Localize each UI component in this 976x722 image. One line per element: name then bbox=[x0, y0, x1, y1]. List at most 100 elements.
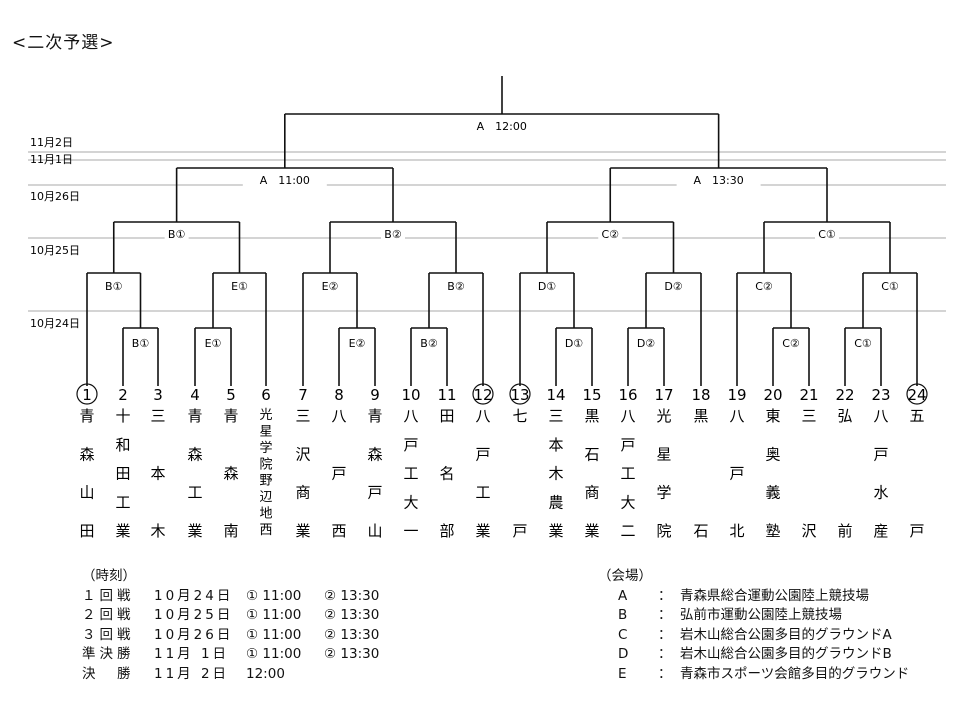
team-number: 23 bbox=[871, 386, 890, 404]
label-bg bbox=[780, 336, 802, 350]
round2-match-label: B① bbox=[105, 280, 123, 293]
team-name-char: 戸 bbox=[620, 436, 635, 454]
team-name-char: 青 bbox=[187, 407, 202, 425]
schedule-date: 10月25日 bbox=[154, 607, 234, 623]
venue-row: D：岩木山総合公園多目的グラウンドB bbox=[598, 645, 909, 665]
team-name-char: 業 bbox=[115, 522, 130, 540]
team-name-char: 八 bbox=[620, 407, 635, 425]
venue-colon: ： bbox=[658, 607, 672, 623]
schedule-date: 10月24日 bbox=[154, 587, 234, 604]
schedule-date: 10月26日 bbox=[154, 626, 234, 643]
team-name-char: 八 bbox=[729, 407, 744, 425]
date-label: 11月1日 bbox=[30, 153, 73, 166]
schedule-round: １回戦 bbox=[82, 587, 135, 604]
team-number: 19 bbox=[727, 386, 746, 404]
label-bg bbox=[346, 336, 368, 350]
round2-match-label: E② bbox=[322, 280, 339, 293]
team-name-char: 田 bbox=[115, 465, 130, 483]
label-bg bbox=[228, 279, 251, 293]
schedule-row: １回戦 10月24日 ① 11:00 ② 13:30 bbox=[82, 587, 379, 607]
venue-row: B：弘前市運動公園陸上競技場 bbox=[598, 606, 909, 626]
round1-match-label: D① bbox=[565, 337, 583, 350]
team-name-char: 名 bbox=[439, 465, 454, 483]
schedule-t1: 12:00 bbox=[246, 665, 285, 682]
round2-match-label: C① bbox=[881, 280, 899, 293]
team-number: 8 bbox=[334, 386, 344, 404]
team-name-char: 産 bbox=[873, 522, 888, 540]
team-name-char: 沢 bbox=[295, 445, 310, 463]
schedule-t2: ② 13:30 bbox=[324, 607, 380, 623]
round1-match-label: C② bbox=[782, 337, 800, 350]
label-bg bbox=[102, 279, 125, 293]
schedule-t1: ① 11:00 bbox=[246, 587, 302, 604]
schedule-round: ２回戦 bbox=[82, 607, 135, 623]
team-number: 18 bbox=[691, 386, 710, 404]
schedule-date: 11月 1日 bbox=[154, 646, 230, 662]
team-name-char: 大 bbox=[403, 493, 418, 511]
schedule-t2: ② 13:30 bbox=[324, 587, 380, 604]
team-name-char: 戸 bbox=[512, 522, 527, 540]
team-name-char: 奥 bbox=[765, 445, 780, 463]
schedule-round: ３回戦 bbox=[82, 626, 135, 643]
seed-circle bbox=[509, 383, 531, 405]
round1-match-label: B② bbox=[420, 337, 438, 350]
team-number: 6 bbox=[261, 386, 271, 404]
team-name-char: 三 bbox=[150, 407, 165, 425]
team-number: 10 bbox=[401, 386, 420, 404]
team-number: 1 bbox=[82, 386, 92, 404]
team-name-char: 西 bbox=[331, 522, 346, 540]
team-name-char: 青 bbox=[223, 407, 238, 425]
label-bg bbox=[676, 173, 761, 187]
venue-name: 岩木山総合公園多目的グラウンドB bbox=[680, 646, 892, 662]
team-name-char: 水 bbox=[873, 484, 888, 502]
team-name-char: 工 bbox=[187, 484, 202, 502]
team-name-char: 業 bbox=[584, 522, 599, 540]
team-name-char: 森 bbox=[187, 445, 202, 463]
label-bg bbox=[635, 336, 657, 350]
round1-match-label: E① bbox=[205, 337, 222, 350]
round1-match-label: D② bbox=[637, 337, 655, 350]
team-name-char: 山 bbox=[79, 484, 94, 502]
team-name-char: 田 bbox=[439, 407, 454, 425]
team-number: 5 bbox=[226, 386, 236, 404]
quarterfinal-label: B① bbox=[168, 228, 186, 241]
label-bg bbox=[563, 336, 585, 350]
label-bg bbox=[381, 227, 405, 241]
team-number: 17 bbox=[654, 386, 673, 404]
team-name-char: 八 bbox=[475, 407, 490, 425]
venue-name: 弘前市運動公園陸上競技場 bbox=[680, 607, 842, 623]
semifinal-label: A 11:00 bbox=[260, 174, 310, 187]
label-bg bbox=[164, 227, 189, 241]
team-number: 9 bbox=[370, 386, 380, 404]
team-name-char: 部 bbox=[439, 522, 454, 540]
schedule-t1: ① 11:00 bbox=[246, 646, 302, 662]
venue-row: A：青森県総合運動公園陸上競技場 bbox=[598, 587, 909, 607]
venue-colon: ： bbox=[658, 665, 672, 682]
team-number: 16 bbox=[618, 386, 637, 404]
seed-circle bbox=[906, 383, 928, 405]
schedule-header: （時刻） bbox=[82, 568, 136, 584]
team-name-char: 院 bbox=[259, 457, 272, 472]
team-name-char: 戸 bbox=[873, 445, 888, 463]
venue-header: （会場） bbox=[598, 568, 652, 584]
team-name-char: 戸 bbox=[403, 436, 418, 454]
team-number: 3 bbox=[153, 386, 163, 404]
label-bg bbox=[536, 279, 558, 293]
team-name-char: 戸 bbox=[331, 465, 346, 483]
team-name-char: 商 bbox=[584, 484, 599, 502]
team-name-char: 八 bbox=[873, 407, 888, 425]
team-name-char: 八 bbox=[403, 407, 418, 425]
team-name-char: 三 bbox=[295, 407, 310, 425]
team-name-char: 学 bbox=[259, 440, 272, 456]
team-name-char: 黒 bbox=[693, 407, 708, 425]
team-name-char: 院 bbox=[656, 522, 671, 540]
team-name-char: 七 bbox=[512, 407, 527, 425]
team-number: 20 bbox=[763, 386, 782, 404]
schedule-table: （時刻） １回戦 10月24日 ① 11:00 ② 13:30 ２回戦 10月25日 ① 1… bbox=[82, 567, 379, 684]
label-bg bbox=[202, 336, 224, 350]
team-number: 2 bbox=[118, 386, 128, 404]
